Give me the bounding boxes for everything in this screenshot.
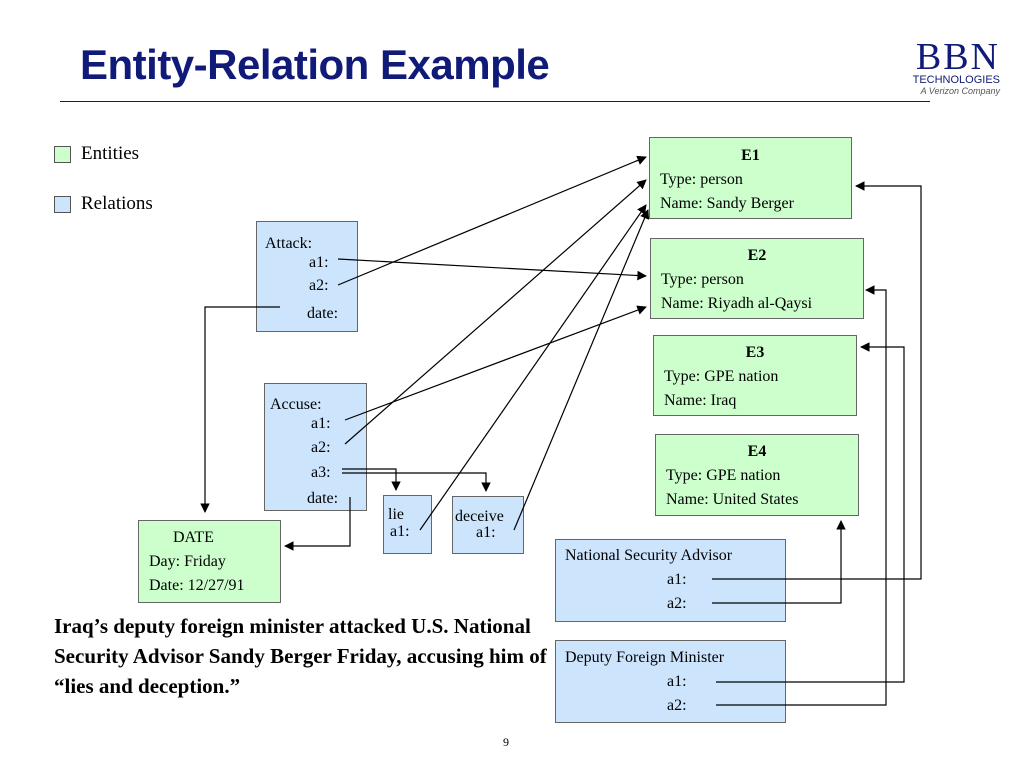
entity-e3-name: Name: Iraq — [664, 392, 737, 409]
accuse-a3: a3: — [311, 464, 331, 481]
legend-entities-label: Entities — [81, 143, 140, 164]
bbn-logo: BBN TECHNOLOGIES A Verizon Company — [900, 36, 1000, 96]
entity-e4: E4 Type: GPE nation Name: United States — [655, 434, 859, 516]
relation-attack: Attack: a1: a2: date: — [256, 221, 358, 332]
attack-date: date: — [307, 305, 339, 322]
accuse-label: Accuse: — [270, 396, 322, 413]
relation-dfm: Deputy Foreign Minister a1: a2: — [555, 640, 786, 723]
entity-e4-id: E4 — [747, 443, 767, 460]
arrow-accuse-a1-e2 — [344, 305, 647, 421]
attack-a1: a1: — [309, 254, 329, 271]
relation-swatch — [54, 195, 71, 213]
dfm-a2: a2: — [667, 697, 687, 714]
arrow-attack-a1-e2 — [337, 258, 647, 281]
lie-a1: a1: — [390, 523, 410, 540]
nsa-a1: a1: — [667, 571, 687, 588]
entity-e1-id: E1 — [741, 147, 760, 164]
accuse-a1: a1: — [311, 415, 331, 432]
entity-e1-type: Type: person — [660, 171, 743, 188]
page-number: 9 — [503, 735, 509, 749]
arrow-accuse-a2-e1 — [344, 179, 647, 445]
arrow-deceive-a1-e1 — [513, 209, 650, 531]
legend-relations-label: Relations — [81, 193, 153, 214]
entity-e4-name: Name: United States — [666, 491, 799, 508]
arrow-lie-a1-e1 — [419, 204, 647, 531]
nsa-a2: a2: — [667, 595, 687, 612]
relation-deceive: deceive a1: — [452, 496, 524, 554]
caption-sentence: Iraq’s deputy foreign minister attacked … — [54, 614, 547, 698]
deceive-a1: a1: — [476, 524, 496, 541]
entity-e2: E2 Type: person Name: Riyadh al-Qaysi — [650, 238, 864, 319]
attack-a2: a2: — [309, 277, 329, 294]
entity-date: DATE Day: Friday Date: 12/27/91 — [138, 520, 281, 603]
logo-main: BBN — [915, 36, 1000, 78]
entity-e3-id: E3 — [745, 344, 765, 361]
entity-e3-type: Type: GPE nation — [664, 368, 779, 385]
attack-label: Attack: — [265, 235, 313, 252]
logo-sub: TECHNOLOGIES — [912, 74, 1000, 86]
relation-nsa: National Security Advisor a1: a2: — [555, 539, 786, 622]
entity-e2-type: Type: person — [661, 271, 744, 288]
accuse-date: date: — [307, 490, 339, 507]
entity-e3: E3 Type: GPE nation Name: Iraq — [653, 335, 857, 416]
entity-date-id: DATE — [173, 529, 214, 546]
entity-e1-name: Name: Sandy Berger — [660, 195, 794, 212]
entity-e4-type: Type: GPE nation — [666, 467, 781, 484]
relation-lie: lie a1: — [383, 495, 432, 554]
logo-tag: A Verizon Company — [920, 86, 1000, 96]
lie-label: lie — [388, 506, 404, 523]
dfm-a1: a1: — [667, 673, 687, 690]
entity-e2-name: Name: Riyadh al-Qaysi — [661, 295, 813, 312]
nsa-label: National Security Advisor — [565, 547, 733, 564]
entity-date-date: Date: 12/27/91 — [149, 577, 245, 594]
dfm-label: Deputy Foreign Minister — [565, 649, 725, 666]
entity-e1: E1 Type: person Name: Sandy Berger — [649, 137, 852, 219]
accuse-a2: a2: — [311, 439, 331, 456]
arrow-attack-a2-e1 — [337, 155, 647, 286]
entity-e2-id: E2 — [747, 247, 767, 264]
title-rule — [60, 101, 930, 102]
page-title: Entity-Relation Example — [80, 41, 550, 88]
entity-date-day: Day: Friday — [149, 553, 226, 570]
relation-accuse: Accuse: a1: a2: a3: date: — [264, 383, 367, 511]
legend-relations: Relations — [54, 193, 153, 215]
legend-entities: Entities — [54, 143, 139, 165]
entity-swatch — [54, 145, 71, 163]
